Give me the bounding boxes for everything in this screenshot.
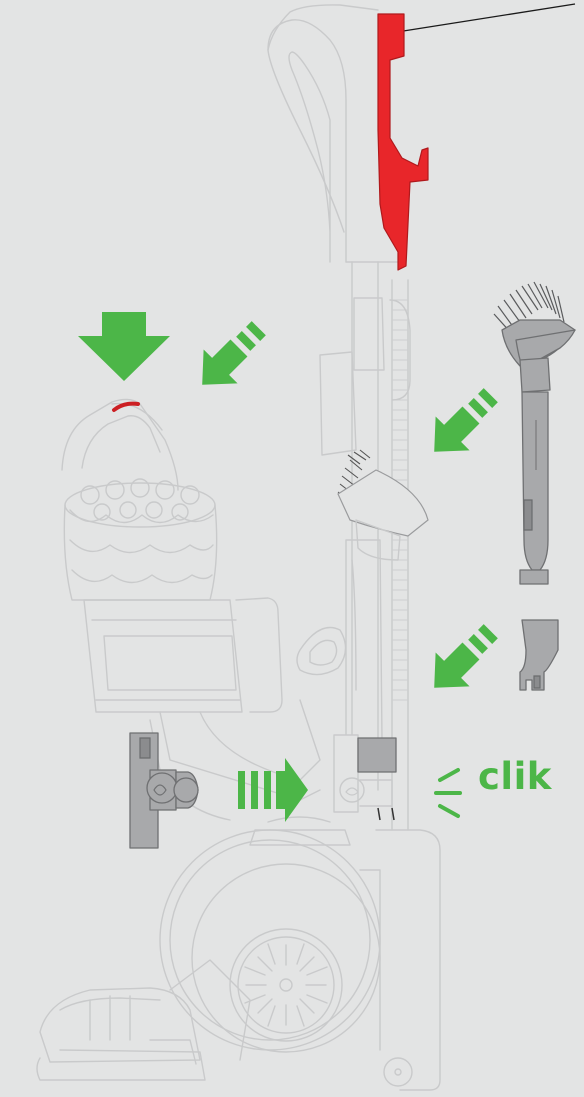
- tool-clip: [334, 735, 396, 820]
- diagonal-arrow-icon: [417, 378, 508, 469]
- stair-tool: [130, 733, 198, 848]
- clik-label: clik: [478, 758, 552, 795]
- diagonal-arrow-icon: [417, 614, 508, 705]
- click-lines-icon: [436, 770, 460, 816]
- right-arrow-icon: [238, 758, 308, 822]
- combination-tool: [494, 282, 575, 584]
- red-wand: [378, 14, 428, 270]
- crevice-tool: [520, 620, 558, 690]
- diagonal-arrow-icon: [185, 311, 276, 402]
- down-arrow-icon: [78, 312, 170, 381]
- callout-pointer-line: [397, 4, 575, 32]
